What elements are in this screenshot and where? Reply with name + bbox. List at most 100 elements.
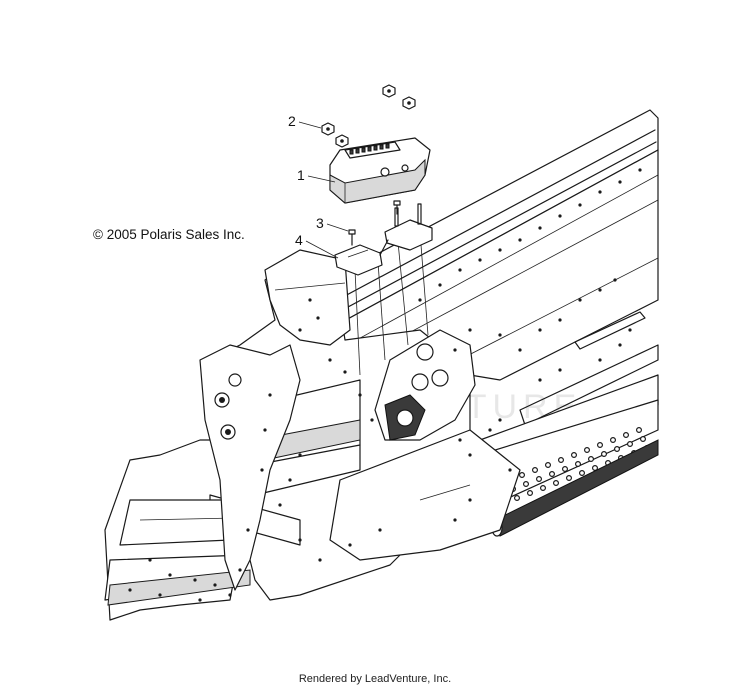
rivet-dot	[128, 588, 132, 592]
leader-lines	[354, 231, 429, 376]
rivet-dot	[478, 258, 482, 262]
rivet-dot	[513, 495, 520, 502]
rivet-dot	[526, 490, 533, 497]
ecu-connector-pin	[355, 148, 360, 154]
mounting-bracket	[334, 203, 433, 276]
callout-2-number: 2	[288, 113, 296, 129]
rivet-dot	[635, 427, 642, 434]
rivet-dot	[370, 418, 374, 422]
rivet-dot	[298, 453, 302, 457]
rivet-dot	[538, 226, 542, 230]
callout-1-number: 1	[297, 167, 305, 183]
rivet-dot	[488, 428, 492, 432]
rivet-dot	[557, 457, 564, 464]
rivet-dot	[453, 348, 457, 352]
rivet-dot	[468, 328, 472, 332]
rivet-dot	[458, 438, 462, 442]
rivet-dot	[518, 238, 522, 242]
rivet-dot	[518, 472, 525, 479]
rivet-dot	[498, 248, 502, 252]
ecu-connector-pin	[379, 144, 384, 150]
rivet-dot	[618, 343, 622, 347]
rivet-dot	[578, 470, 585, 477]
rivet-dot	[498, 418, 502, 422]
rivet-dot	[544, 462, 551, 469]
rivet-dot	[538, 328, 542, 332]
tunnel-top-panel	[264, 249, 351, 346]
rivet-dot	[148, 558, 152, 562]
rivet-dot	[358, 393, 362, 397]
rivet-dot	[574, 461, 581, 468]
rivet-dot	[238, 568, 242, 572]
rivet-dot	[598, 190, 602, 194]
rivet-dot	[263, 428, 267, 432]
rivet-dot	[558, 214, 562, 218]
rivet-dot	[268, 393, 272, 397]
rivet-dot	[318, 558, 322, 562]
callout-4: 4	[295, 232, 339, 259]
rivet-dot	[260, 468, 264, 472]
rivet-dot	[565, 475, 572, 482]
rivet-dot	[468, 453, 472, 457]
callout-3-number: 3	[316, 215, 324, 231]
rivet-dot	[535, 476, 542, 483]
ecu-connector-pin	[385, 143, 390, 149]
rivet-dot	[213, 583, 217, 587]
rivet-dot	[418, 298, 422, 302]
copyright-text: © 2005 Polaris Sales Inc.	[93, 227, 245, 242]
rivet-dot	[639, 436, 646, 443]
rivet-dot	[539, 485, 546, 492]
rivet-dot	[561, 466, 568, 473]
rivet-dot	[600, 451, 607, 458]
rivet-dot	[583, 447, 590, 454]
rivet-dot	[228, 593, 232, 597]
rivet-dot	[198, 598, 202, 602]
rivet-dot	[468, 498, 472, 502]
callout-2: 2	[288, 113, 322, 129]
callout-1: 1	[297, 167, 336, 183]
rivet-dot	[552, 480, 559, 487]
screws	[348, 200, 401, 246]
rivet-dot	[638, 168, 642, 172]
ecu-connector-pin	[373, 145, 378, 151]
rivet-dot	[598, 288, 602, 292]
rivet-dot	[458, 268, 462, 272]
rendered-by-text: Rendered by LeadVenture, Inc.	[298, 673, 452, 685]
rivet-dot	[578, 203, 582, 207]
rivet-dot	[298, 328, 302, 332]
rivet-dot	[328, 358, 332, 362]
callout-3: 3	[316, 215, 349, 232]
rivet-dot	[570, 452, 577, 459]
rivet-dot	[522, 481, 529, 488]
rear-plate	[329, 429, 521, 561]
rivet-dot	[316, 316, 320, 320]
ecu-connector-pin	[367, 146, 372, 152]
rivet-dot	[596, 442, 603, 449]
rivet-dot	[587, 456, 594, 463]
callout-4-number: 4	[295, 232, 303, 248]
rivet-dot	[538, 378, 542, 382]
rivet-dot	[246, 528, 250, 532]
rivet-dot	[578, 298, 582, 302]
rivet-dot	[518, 348, 522, 352]
rivet-dot	[613, 278, 617, 282]
ecu-module	[329, 137, 431, 204]
ecu-connector-pin	[349, 149, 354, 155]
rivet-dot	[558, 368, 562, 372]
rivet-dot	[531, 467, 538, 474]
rivet-dot	[508, 468, 512, 472]
rivet-dot	[438, 283, 442, 287]
rivet-dot	[378, 528, 382, 532]
rivet-dot	[453, 518, 457, 522]
rivet-dot	[613, 446, 620, 453]
rivet-dot	[193, 578, 197, 582]
rivet-dot	[548, 471, 555, 478]
rivet-dot	[598, 358, 602, 362]
left-side-plate	[199, 344, 301, 591]
rivet-dot	[622, 432, 629, 439]
nuts	[321, 84, 416, 148]
rivet-dot	[158, 593, 162, 597]
rivet-dot	[343, 370, 347, 374]
rivet-dot	[618, 180, 622, 184]
